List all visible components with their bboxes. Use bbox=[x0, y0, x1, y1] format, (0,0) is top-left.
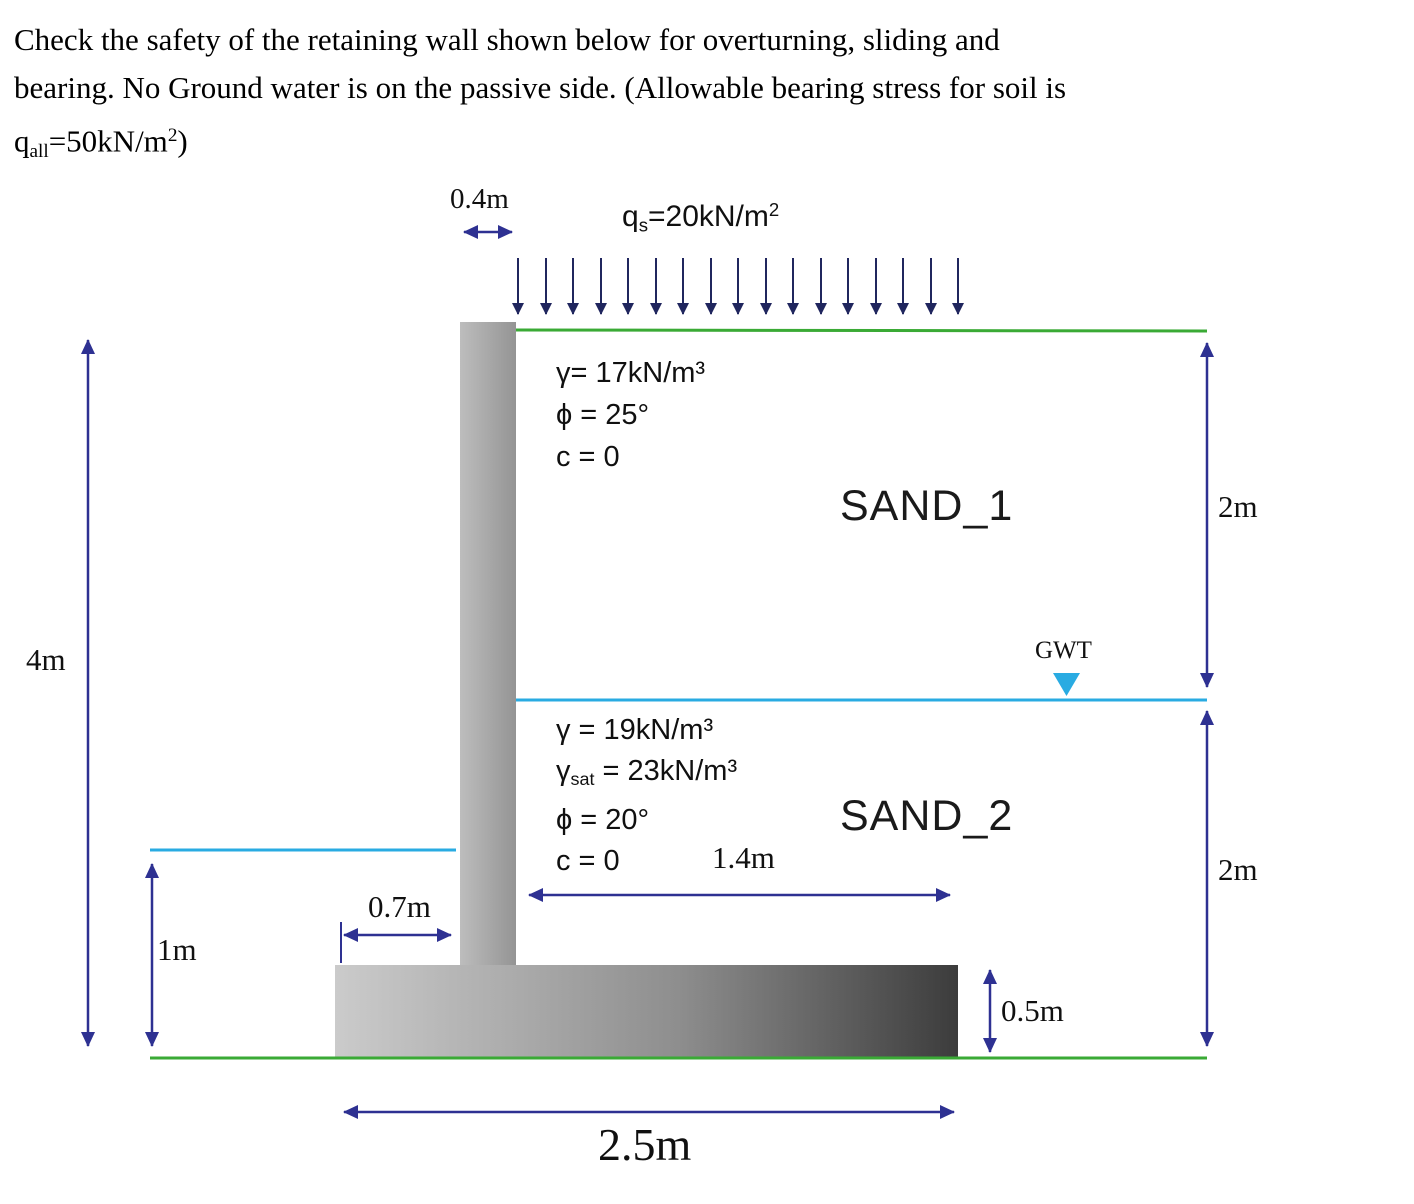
gwt-triangle-icon bbox=[1053, 673, 1080, 696]
sand2-friction-angle: ϕ = 20° bbox=[556, 804, 650, 837]
sand2-name-label: SAND_2 bbox=[840, 792, 1014, 840]
stem-width-label: 0.4m bbox=[450, 183, 509, 215]
footing-width-label: 2.5m bbox=[598, 1119, 692, 1170]
passive-height-label: 1m bbox=[157, 932, 197, 967]
ground-surface-line bbox=[515, 328, 1208, 333]
surcharge-label: qs=20kN/m2 bbox=[622, 199, 780, 236]
sand1-cohesion: c = 0 bbox=[556, 441, 620, 473]
sand2-properties: γ = 19kN/m³ γsat = 23kN/m³ ϕ = 20° c = 0 bbox=[556, 710, 737, 882]
problem-line-2: bearing. No Ground water is on the passi… bbox=[14, 70, 1067, 105]
surcharge-arrows bbox=[512, 258, 964, 315]
heel-length-label: 1.4m bbox=[712, 840, 775, 875]
sand1-thickness-label: 2m bbox=[1218, 489, 1258, 524]
toe-length-label: 0.7m bbox=[368, 889, 431, 924]
sand2-unit-weight: γ = 19kN/m³ bbox=[556, 714, 714, 746]
problem-line-1: Check the safety of the retaining wall s… bbox=[14, 22, 1000, 57]
problem-line-3: qall=50kN/m2) bbox=[14, 123, 188, 162]
gwt-label: GWT bbox=[1035, 637, 1092, 664]
water-lines bbox=[150, 698, 1207, 852]
retaining-wall-stem bbox=[460, 322, 516, 966]
sand1-unit-weight: γ= 17kN/m³ bbox=[556, 357, 706, 389]
ground-lines bbox=[150, 328, 1208, 1060]
sand2-saturated-unit-weight: γsat = 23kN/m³ bbox=[556, 755, 738, 790]
problem-statement: Check the safety of the retaining wall s… bbox=[14, 16, 1404, 176]
dimension-arrows bbox=[81, 225, 1214, 1119]
sand2-thickness-label: 2m bbox=[1218, 852, 1258, 887]
total-height-label: 4m bbox=[26, 642, 66, 677]
footing-thickness-label: 0.5m bbox=[1001, 993, 1064, 1028]
sand1-name-label: SAND_1 bbox=[840, 482, 1014, 530]
retaining-wall-footing bbox=[335, 965, 958, 1058]
sand1-friction-angle: ϕ = 25° bbox=[556, 399, 650, 431]
sand1-properties: γ= 17kN/m³ ϕ = 25° c = 0 bbox=[556, 352, 705, 478]
sand2-cohesion: c = 0 bbox=[556, 845, 620, 878]
